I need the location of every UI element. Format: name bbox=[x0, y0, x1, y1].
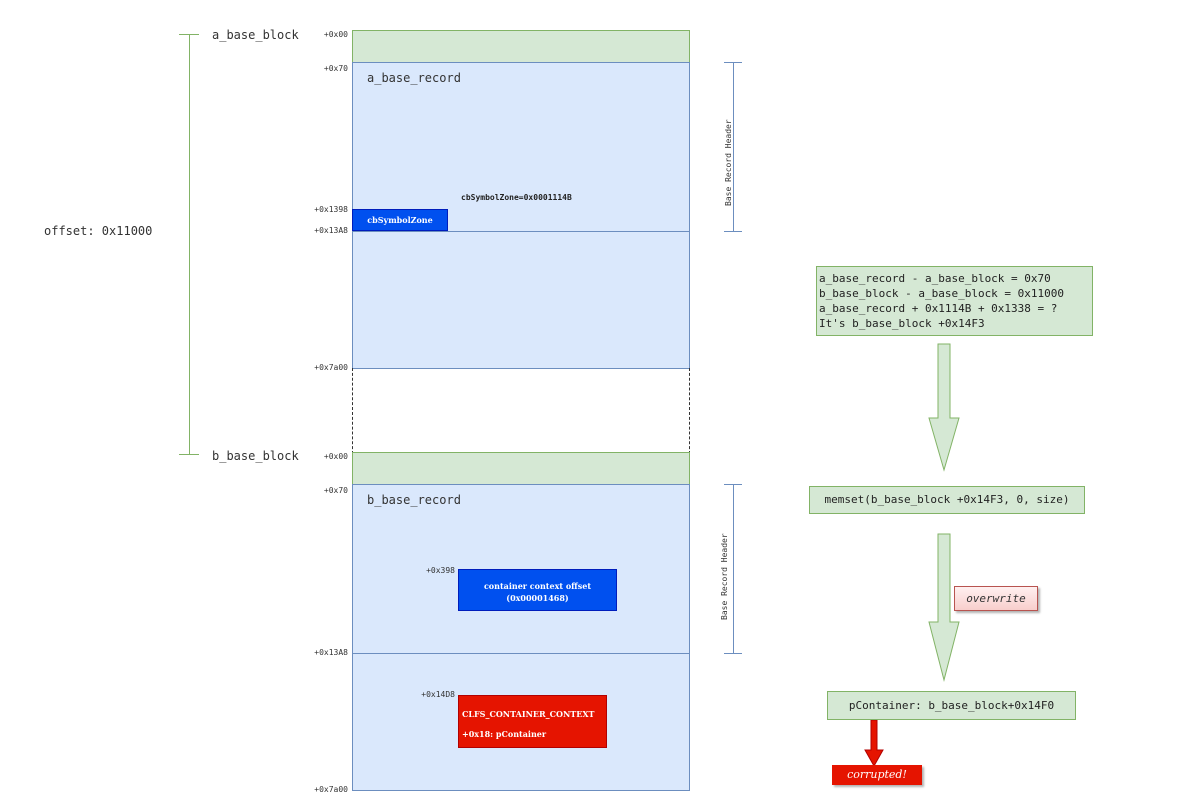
b-offset-0x13A8: +0x13A8 bbox=[314, 648, 348, 657]
clfs-container-context-box: CLFS_CONTAINER_CONTEXT +0x18: pContainer bbox=[458, 695, 607, 748]
a-offset-0x00: +0x00 bbox=[323, 30, 348, 39]
calculation-note: a_base_record - a_base_block = 0x70 b_ba… bbox=[816, 266, 1093, 336]
red-arrow-icon bbox=[864, 720, 884, 768]
overwrite-tag: overwrite bbox=[954, 586, 1038, 611]
a-header-bracket-bottom bbox=[724, 231, 742, 232]
b-base-record-header-label: Base Record Header bbox=[720, 533, 729, 620]
b-block-header bbox=[352, 452, 690, 485]
b-offset-0x14D8: +0x14D8 bbox=[421, 690, 455, 699]
calc-line-4: It's b_base_block +0x14F3 bbox=[819, 317, 985, 330]
a-offset-0x7a00: +0x7a00 bbox=[314, 363, 348, 372]
offset-bracket-bottom bbox=[179, 454, 199, 455]
clfs-line1: CLFS_CONTAINER_CONTEXT bbox=[462, 709, 595, 719]
b-offset-0x398: +0x398 bbox=[426, 566, 455, 575]
b-header-bracket-line bbox=[733, 484, 734, 654]
b-record-divider bbox=[352, 653, 690, 654]
a-offset-0x13A8: +0x13A8 bbox=[314, 226, 348, 235]
clfs-line2: +0x18: pContainer bbox=[462, 729, 547, 739]
offset-label: offset: 0x11000 bbox=[44, 224, 153, 238]
block-gap bbox=[352, 368, 690, 454]
memset-note: memset(b_base_block +0x14F3, 0, size) bbox=[809, 486, 1085, 514]
a-block-header bbox=[352, 30, 690, 63]
container-context-offset-box: container context offset (0x00001468) bbox=[458, 569, 617, 611]
a-base-record-header-label: Base Record Header bbox=[724, 119, 733, 206]
a-offset-0x1398: +0x1398 bbox=[314, 205, 348, 214]
b-base-record-label: b_base_record bbox=[367, 493, 461, 507]
calc-line-2: b_base_block - a_base_block = 0x11000 bbox=[819, 287, 1065, 300]
pcontainer-note: pContainer: b_base_block+0x14F0 bbox=[827, 691, 1076, 720]
a-record-divider bbox=[352, 231, 690, 232]
a-base-block-label: a_base_block bbox=[212, 28, 299, 42]
b-offset-0x70: +0x70 bbox=[323, 486, 348, 495]
b-header-bracket-bottom bbox=[724, 653, 742, 654]
calc-line-1: a_base_record - a_base_block = 0x70 bbox=[819, 272, 1051, 285]
b-offset-0x7a00: +0x7a00 bbox=[314, 785, 348, 794]
cbsymbolzone-value: cbSymbolZone=0x0001114B bbox=[461, 193, 572, 202]
container-offset-line1: container context offset bbox=[483, 581, 592, 591]
down-arrow-1-icon bbox=[928, 343, 960, 472]
calc-line-3: a_base_record + 0x1114B + 0x1338 = ? bbox=[819, 302, 1058, 315]
container-offset-line2: (0x00001468) bbox=[506, 593, 569, 603]
offset-bracket-line bbox=[189, 34, 190, 454]
a-base-record-label: a_base_record bbox=[367, 71, 461, 85]
cbsymbolzone-box: cbSymbolZone bbox=[352, 209, 448, 231]
a-offset-0x70: +0x70 bbox=[323, 64, 348, 73]
corrupted-tag: corrupted! bbox=[832, 765, 922, 785]
down-arrow-2-icon bbox=[928, 533, 960, 682]
a-header-bracket-line bbox=[733, 62, 734, 232]
b-offset-0x00: +0x00 bbox=[323, 452, 348, 461]
b-base-block-label: b_base_block bbox=[212, 449, 299, 463]
